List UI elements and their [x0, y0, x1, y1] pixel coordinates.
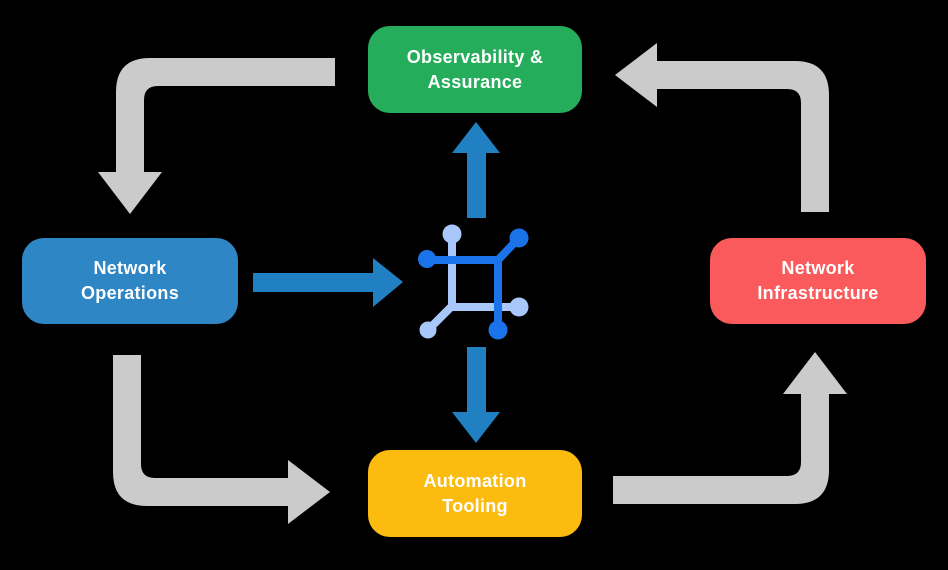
icon-node — [509, 228, 529, 248]
hub-arrow-operations-to-center — [253, 258, 403, 307]
flow-arrow-automation-to-infrastructure — [613, 352, 847, 504]
network-nodes-icon — [418, 224, 529, 340]
node-automation-tooling-label: Automation Tooling — [423, 470, 527, 516]
icon-diagonal-bottom-left — [428, 304, 454, 330]
node-network-operations-label: Network Operations — [80, 258, 180, 303]
node-observability-assurance-label: Observability & Assurance — [406, 46, 544, 92]
hub-arrow-center-to-automation — [452, 347, 500, 443]
node-observability-assurance: Observability & Assurance — [368, 26, 582, 113]
flow-arrow-observability-to-operations — [98, 58, 335, 214]
flow-arrow-operations-to-automation — [113, 355, 330, 524]
hub-arrow-center-to-observability — [452, 122, 500, 218]
icon-node — [419, 321, 437, 339]
icon-dark-nodes — [418, 228, 529, 340]
icon-node — [418, 250, 436, 268]
node-network-infrastructure-label: Network Infrastructure — [757, 258, 879, 303]
node-network-infrastructure: Network Infrastructure — [710, 238, 926, 324]
node-automation-tooling: Automation Tooling — [368, 450, 582, 537]
icon-node — [442, 224, 462, 244]
icon-node — [488, 320, 508, 340]
flow-arrow-infrastructure-to-observability — [615, 43, 829, 212]
icon-light-strokes — [428, 238, 513, 330]
icon-node — [509, 297, 529, 317]
node-network-operations: Network Operations — [22, 238, 238, 324]
icon-light-nodes — [419, 224, 529, 339]
